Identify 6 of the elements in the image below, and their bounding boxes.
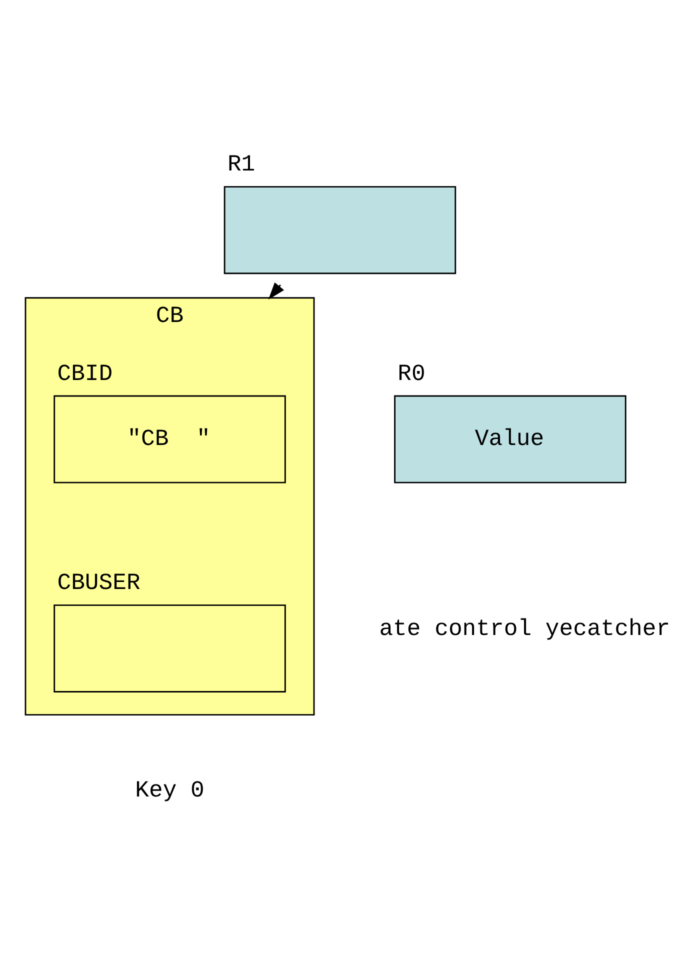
node-label: R1: [227, 151, 256, 178]
node-label: Key 0: [135, 777, 204, 804]
label: ate control yecatcher: [379, 616, 670, 642]
node-label: R0: [398, 360, 426, 386]
node-label: CBUSER: [57, 570, 140, 596]
node-label: CBID: [57, 360, 113, 386]
